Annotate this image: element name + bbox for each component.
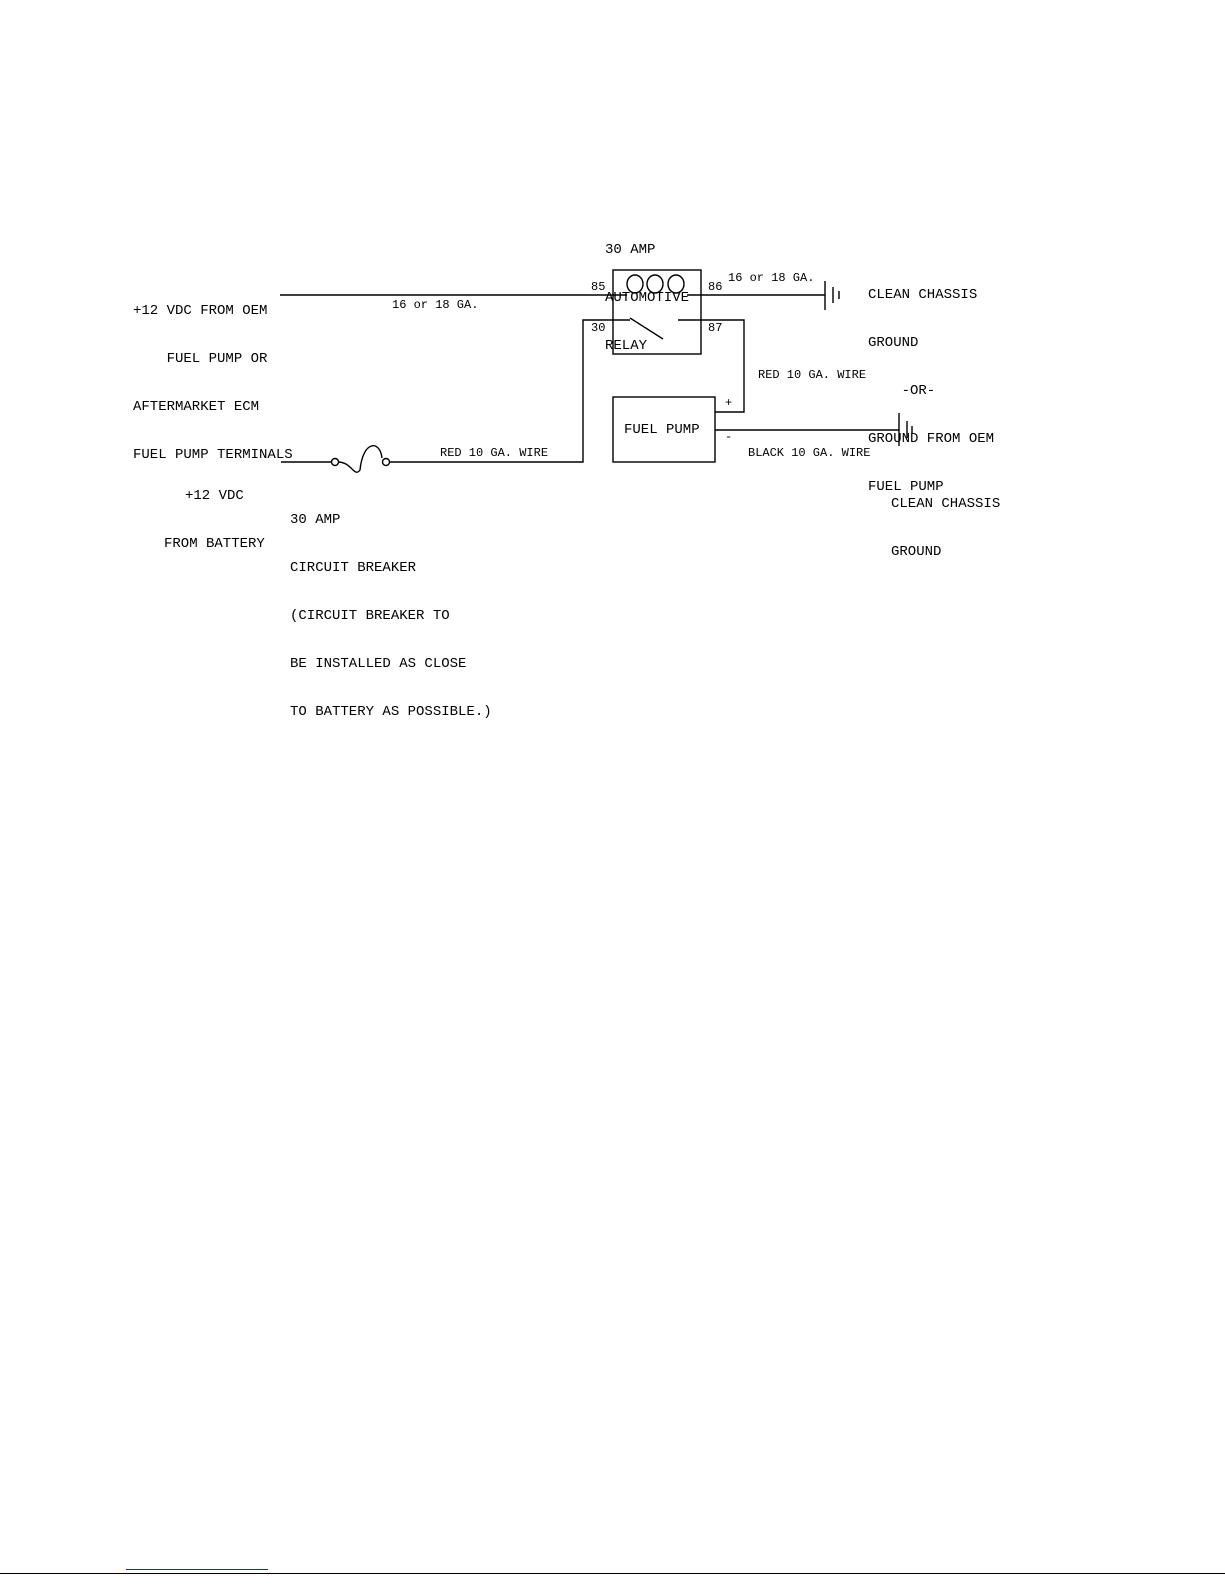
battery-feed-gauge: RED 10 GA. WIRE bbox=[440, 446, 549, 460]
relay-ground-line: GROUND FROM OEM bbox=[868, 431, 995, 447]
relay-ground-line: GROUND bbox=[868, 335, 919, 351]
breaker-line: 30 AMP bbox=[290, 512, 341, 528]
relay-switch-blade bbox=[629, 317, 664, 340]
circuit-breaker-symbol bbox=[330, 445, 391, 473]
pump-ground-symbol bbox=[898, 413, 913, 446]
relay-pin-86: 86 bbox=[708, 280, 723, 294]
footer-link-rule bbox=[126, 1569, 268, 1570]
oem-source-label: +12 VDC FROM OEM FUEL PUMP OR AFTERMARKE… bbox=[133, 271, 293, 479]
battery-label: +12 VDC FROM BATTERY bbox=[164, 456, 265, 568]
breaker-label: 30 AMP CIRCUIT BREAKER (CIRCUIT BREAKER … bbox=[290, 480, 492, 736]
oem-source-line: AFTERMARKET ECM bbox=[133, 399, 260, 415]
breaker-line: BE INSTALLED AS CLOSE bbox=[290, 656, 467, 672]
pump-ground-line: GROUND bbox=[891, 544, 942, 560]
relay-pin-30: 30 bbox=[591, 321, 606, 335]
relay-pin-87: 87 bbox=[708, 321, 723, 335]
relay-ground-line: FUEL PUMP bbox=[868, 479, 944, 495]
breaker-line: (CIRCUIT BREAKER TO bbox=[290, 608, 450, 624]
relay-body bbox=[612, 269, 702, 355]
relay-title-line: AUTOMOTIVE bbox=[605, 290, 690, 306]
relay-title: 30 AMP AUTOMOTIVE RELAY bbox=[605, 210, 689, 370]
pump-ground-label: CLEAN CHASSIS GROUND bbox=[891, 464, 1000, 576]
battery-line: +12 VDC bbox=[185, 488, 244, 504]
fuel-pump-plus: + bbox=[725, 396, 733, 410]
relay-ground-line: -OR- bbox=[868, 383, 936, 399]
oem-source-line: +12 VDC FROM OEM bbox=[133, 303, 268, 319]
oem-source-line: FUEL PUMP TERMINALS bbox=[133, 447, 293, 463]
relay-ground-label: CLEAN CHASSIS GROUND -OR- GROUND FROM OE… bbox=[868, 255, 994, 511]
fuel-pump-minus: - bbox=[725, 430, 733, 444]
relay-coil-symbol bbox=[626, 274, 685, 294]
fuel-pump-label: FUEL PUMP bbox=[624, 422, 700, 438]
footer-rule bbox=[0, 1573, 1225, 1574]
breaker-line: CIRCUIT BREAKER bbox=[290, 560, 417, 576]
pump-ground-line: CLEAN CHASSIS bbox=[891, 496, 1001, 512]
wire-30-to-breaker bbox=[390, 319, 630, 463]
relay-pin-85: 85 bbox=[591, 280, 606, 294]
relay-ground-symbol bbox=[824, 281, 840, 310]
pump-positive-gauge: RED 10 GA. WIRE bbox=[758, 368, 867, 382]
relay-title-line: 30 AMP bbox=[605, 242, 656, 258]
relay-title-line: RELAY bbox=[605, 338, 648, 354]
pump-ground-gauge: BLACK 10 GA. WIRE bbox=[748, 446, 871, 460]
breaker-line: TO BATTERY AS POSSIBLE.) bbox=[290, 704, 492, 720]
coil-ground-gauge: 16 or 18 GA. bbox=[728, 271, 815, 285]
oem-source-line: FUEL PUMP OR bbox=[133, 351, 268, 367]
wire-87-to-pump bbox=[678, 319, 745, 413]
battery-line: FROM BATTERY bbox=[164, 536, 265, 552]
coil-input-gauge: 16 or 18 GA. bbox=[392, 298, 479, 312]
relay-ground-line: CLEAN CHASSIS bbox=[868, 287, 978, 303]
